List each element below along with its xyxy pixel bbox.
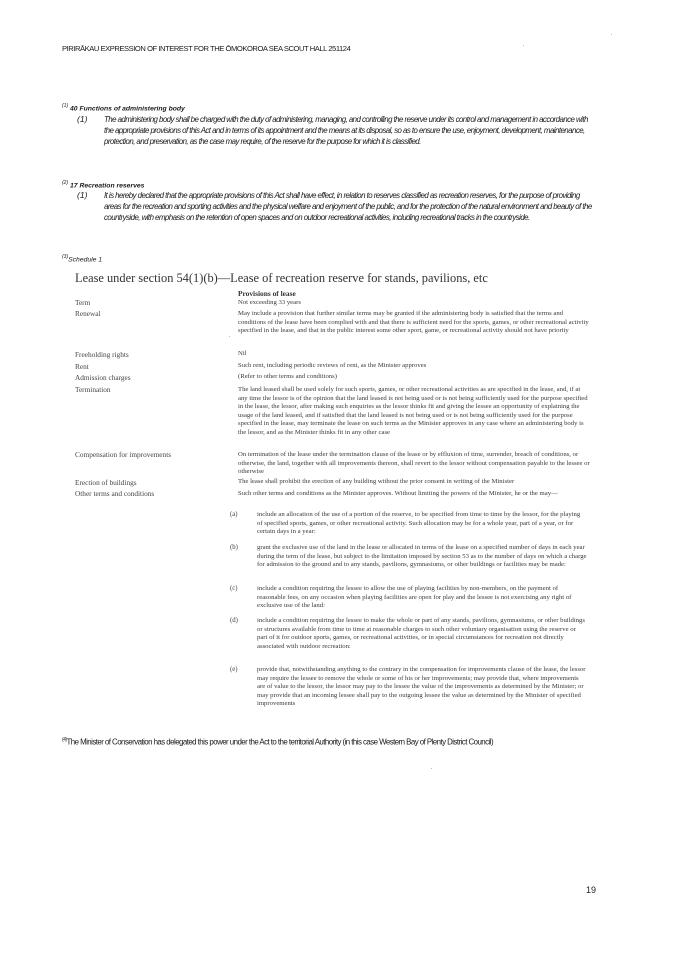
scan-speck (611, 34, 612, 35)
item-letter: (c) (230, 585, 238, 592)
lease-title: Lease under section 54(1)(b)—Lease of re… (75, 271, 488, 285)
row-value-admission: (Refer to other terms and conditions) (238, 373, 337, 380)
schedule-title: (3)Schedule 1 (62, 254, 103, 264)
clause-number: (1) (77, 190, 88, 200)
item-text: include a condition requiring the lessee… (257, 585, 572, 610)
row-label-compensation: Compensation for improvements (75, 450, 172, 459)
row-label-rent: Rent (75, 362, 89, 371)
clause-text: It is hereby declared that the appropria… (104, 191, 592, 223)
item-text: include an allocation of the use of a po… (257, 511, 581, 536)
row-value-term: Not exceeding 33 years (238, 299, 301, 306)
clause-text: The administering body shall be charged … (104, 115, 588, 147)
item-text: provide that, notwithstanding anything t… (257, 666, 586, 708)
row-label-erection: Erection of buildings (75, 478, 137, 487)
row-value-rent: Such rent, including periodic reviews of… (238, 362, 427, 369)
section-title-text: 17 Recreation reserves (70, 182, 145, 190)
footnote-ref: 3 (63, 254, 67, 260)
section-title-text: 40 Functions of administering body (70, 105, 185, 113)
row-label-termination: Termination (75, 385, 111, 394)
footnote-ref: 1 (63, 103, 67, 109)
scan-speck (229, 336, 230, 337)
row-value-compensation: On termination of the lease under the te… (238, 451, 590, 476)
row-label-renewal: Renewal (75, 309, 101, 318)
footnote-ref: 2 (63, 180, 67, 186)
schedule-title-text: Schedule 1 (68, 256, 103, 264)
row-value-termination: The land leased shall be used solely for… (238, 386, 588, 436)
page-header: PIRIRĀKAU EXPRESSION OF INTEREST FOR THE… (62, 44, 351, 53)
clause-number: (1) (77, 114, 88, 124)
row-label-freeholding: Freeholding rights (75, 350, 129, 359)
page-number: 19 (586, 885, 597, 895)
row-label-other-terms: Other terms and conditions (75, 489, 155, 498)
footnote: (4)The Minister of Conservation has dele… (62, 737, 494, 747)
provisions-heading: Provisions of lease (238, 289, 296, 298)
item-text: include a condition requiring the lessee… (257, 617, 585, 650)
scan-speck (523, 45, 524, 46)
row-value-renewal: May include a provision that further sim… (238, 310, 589, 335)
item-letter: (a) (230, 511, 238, 518)
item-letter: (d) (230, 617, 238, 624)
item-letter: (b) (230, 544, 238, 551)
row-label-admission: Admission charges (75, 373, 131, 382)
row-value-erection: The lease shall prohibit the erection of… (238, 478, 515, 485)
footnote-text: The Minister of Conservation has delegat… (66, 737, 494, 747)
item-text: grant the exclusive use of the land in t… (257, 544, 587, 569)
item-letter: (e) (230, 666, 238, 673)
section-title-functions: (1) 40 Functions of administering body (62, 103, 185, 113)
scan-speck (431, 768, 432, 769)
row-label-term: Term (75, 298, 91, 307)
section-title-recreation-reserves: (2) 17 Recreation reserves (62, 180, 145, 190)
row-value-freeholding: Nil (238, 350, 247, 357)
row-value-other-terms: Such other terms and conditions as the M… (238, 490, 558, 497)
